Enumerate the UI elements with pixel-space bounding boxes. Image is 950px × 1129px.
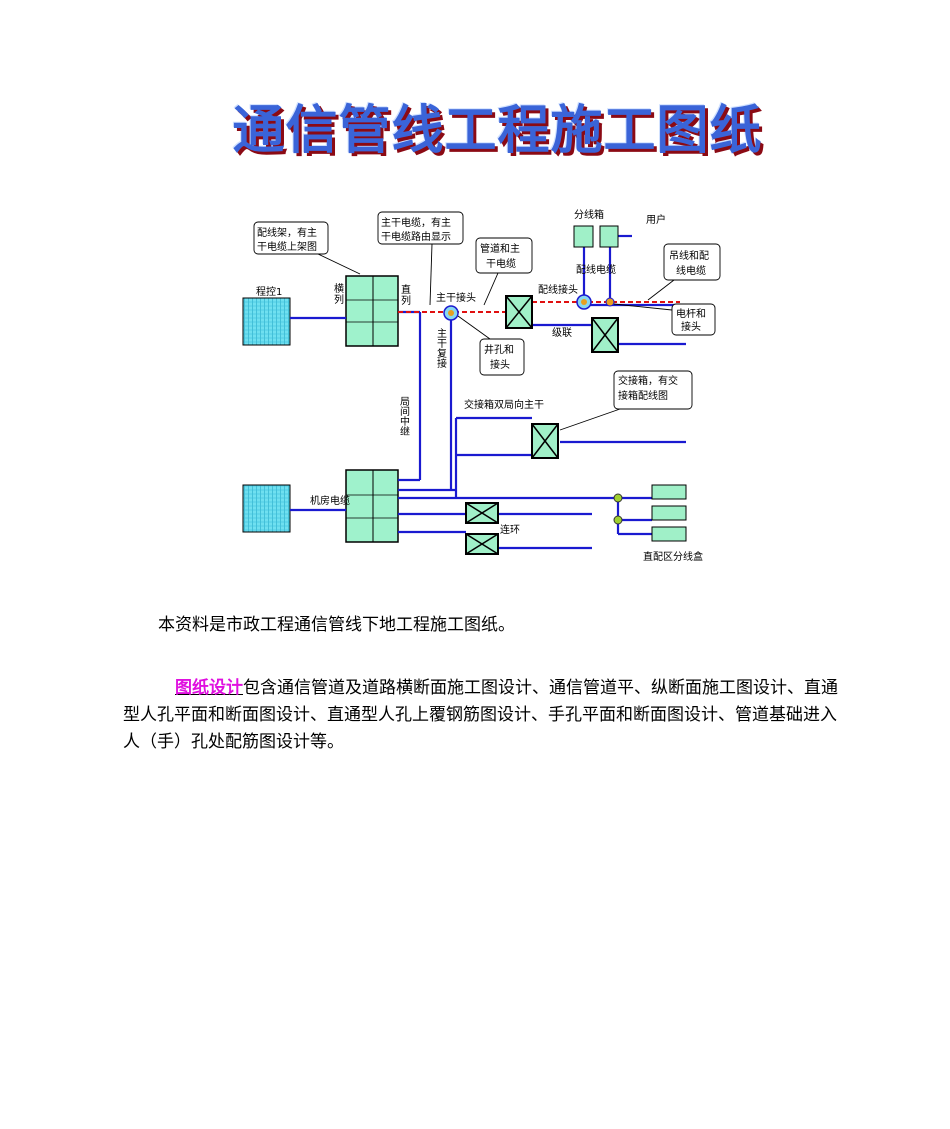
terminal-box-3: [651, 526, 687, 542]
label-zhugan-jietou: 主干接头: [436, 291, 476, 304]
label-jilian: 级联: [552, 327, 572, 339]
label-chengkong: 程控1: [256, 285, 282, 298]
label-lianhuan: 连环: [500, 523, 520, 536]
callout-dianggan-1: 电杆和: [676, 307, 706, 320]
cross-box-1: [505, 295, 533, 329]
callout-guandao-2: 干电缆: [486, 257, 516, 270]
design-paragraph-text: 包含通信管道及道路横断面施工图设计、通信管道平、纵断面施工图设计、直通型人孔平面…: [123, 678, 838, 752]
label-yonghu: 用户: [646, 213, 666, 226]
callout-jingkong-1: 井孔和: [484, 343, 514, 356]
callout-zhugan-2: 干电缆路由显示: [381, 230, 451, 243]
distribution-box-2: [599, 225, 619, 248]
switch-1: [242, 297, 291, 346]
callout-diaoxian-1: 吊线和配: [669, 249, 709, 262]
label-jujian-zhongji: 局间中继: [398, 396, 410, 436]
intro-paragraph: 本资料是市政工程通信管线下地工程施工图纸。: [158, 615, 515, 635]
design-link[interactable]: 图纸设计: [175, 678, 243, 698]
distribution-frame-top: [345, 275, 399, 347]
label-zhipeiqu: 直配区分线盒: [643, 550, 703, 563]
junction-dot-2: [613, 515, 623, 525]
terminal-box-1: [651, 484, 687, 500]
callout-guandao-1: 管道和主: [480, 242, 520, 255]
callout-zhugan-1: 主干电缆，有主: [381, 216, 451, 229]
pole-joint: [605, 297, 615, 307]
label-lie-2: 列: [401, 294, 411, 307]
label-fenxianxiang: 分线箱: [574, 208, 604, 221]
callout-peixianjia-1: 配线架，有主: [257, 226, 317, 239]
network-diagram: 程控1 配线架，有主 干电缆上架图 主干电缆，有主 干电缆路由显示 管道和主 干…: [242, 208, 721, 563]
label-zhugan-fujie: 主干复接: [435, 328, 447, 369]
distribution-box-1: [573, 225, 594, 248]
switch-2: [242, 484, 291, 533]
junction-dot-1: [613, 493, 623, 503]
label-jiaojiexiang: 交接箱双局向主干: [464, 398, 544, 411]
callout-dianggan-2: 接头: [681, 320, 701, 333]
callout-jingkong-2: 接头: [490, 358, 510, 371]
cross-box-3: [531, 423, 559, 459]
design-paragraph: 图纸设计包含通信管道及道路横断面施工图设计、通信管道平、纵断面施工图设计、直通型…: [123, 675, 843, 756]
label-peixian-dianlan: 配线电缆: [576, 263, 616, 276]
page-title: 通信管线工程施工图纸: [232, 101, 763, 161]
label-lie-1: 列: [334, 293, 344, 306]
terminal-box-2: [651, 505, 687, 521]
label-heng: 横: [334, 282, 344, 295]
label-peixian-jietou: 配线接头: [538, 283, 578, 296]
callout-jiaojiexiang-2: 接箱配线图: [618, 389, 668, 402]
label-zhi: 直: [401, 283, 411, 296]
cross-box-4: [465, 502, 499, 524]
callout-peixianjia-2: 干电缆上架图: [257, 240, 317, 253]
distribution-frame-bottom: [345, 469, 399, 543]
callout-jiaojiexiang-1: 交接箱，有交: [618, 374, 678, 387]
cross-box-2: [591, 317, 619, 353]
callout-diaoxian-2: 线电缆: [676, 264, 706, 277]
cross-box-5: [465, 533, 499, 555]
label-jifang-dianlan: 机房电缆: [310, 494, 350, 507]
